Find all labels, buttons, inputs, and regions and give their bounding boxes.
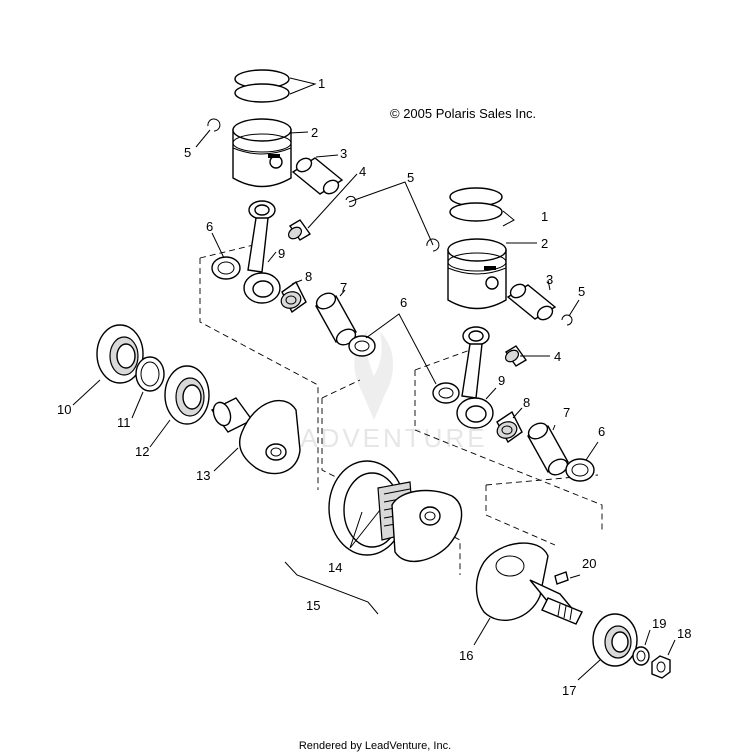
connecting-rod-left [243, 200, 281, 304]
circlip-right-side [561, 314, 573, 326]
needle-bearing-right-large [496, 410, 523, 444]
callout-5: 5 [184, 145, 191, 160]
crank-pin-left [315, 292, 357, 346]
callout-1: 1 [541, 209, 548, 224]
callout-6: 6 [206, 219, 213, 234]
callout-7: 7 [563, 405, 570, 420]
seal-left [135, 356, 165, 392]
woodruff-key [554, 571, 569, 585]
callout-12: 12 [135, 444, 149, 459]
crank-pin-right [527, 422, 569, 476]
thrust-washer-right-outer [565, 458, 595, 482]
callout-3: 3 [546, 272, 553, 287]
needle-bearing-left-small [287, 219, 312, 241]
piston-right [447, 238, 507, 310]
callout-10: 10 [57, 402, 71, 417]
callout-19: 19 [652, 616, 666, 631]
circlip-left-top [207, 118, 221, 132]
callout-5: 5 [407, 170, 414, 185]
circlip-right-top [345, 195, 440, 252]
callout-11: 11 [117, 415, 131, 430]
callout-5: 5 [578, 284, 585, 299]
callout-4: 4 [554, 349, 561, 364]
crankshaft-half-left [210, 397, 301, 475]
piston-pin-left [291, 157, 344, 195]
main-bearing-inner-left [164, 365, 210, 425]
callout-17: 17 [562, 683, 576, 698]
callout-9: 9 [278, 246, 285, 261]
leader-lines [72, 77, 676, 681]
crankshaft-half-right [475, 542, 583, 625]
callout-3: 3 [340, 146, 347, 161]
crankshaft-center-assembly [328, 460, 463, 563]
piston-left [232, 118, 292, 188]
callout-8: 8 [523, 395, 530, 410]
thrust-washer-right-inner [432, 382, 460, 404]
needle-bearing-left-large [280, 280, 307, 314]
callout-7: 7 [340, 280, 347, 295]
nut-right [651, 655, 671, 679]
needle-bearing-right-small [504, 345, 528, 367]
callout-20: 20 [582, 556, 596, 571]
piston-pin-right [506, 283, 557, 321]
callout-16: 16 [459, 648, 473, 663]
callout-9: 9 [498, 373, 505, 388]
main-bearing-outer-left [96, 324, 144, 384]
callout-labels: 1 2 3 4 5 5 6 9 8 7 6 1 2 3 5 4 9 8 7 6 … [57, 76, 691, 698]
callout-2: 2 [541, 236, 548, 251]
callout-1: 1 [318, 76, 325, 91]
main-bearing-right [592, 613, 638, 667]
callout-6: 6 [598, 424, 605, 439]
callout-4: 4 [359, 164, 366, 179]
callout-2: 2 [311, 125, 318, 140]
footer-text: Rendered by LeadVenture, Inc. [299, 740, 451, 752]
callout-18: 18 [677, 626, 691, 641]
callout-14: 14 [328, 560, 342, 575]
thrust-washer-left [211, 256, 241, 280]
piston-rings-right [449, 187, 503, 222]
thrust-washer-center [348, 335, 376, 357]
callout-15: 15 [306, 598, 320, 613]
washer-right [632, 646, 650, 666]
connecting-rod-right [456, 326, 494, 429]
callout-6: 6 [400, 295, 407, 310]
callout-13: 13 [196, 468, 210, 483]
piston-rings-left [234, 69, 290, 103]
callout-8: 8 [305, 269, 312, 284]
copyright-text: © 2005 Polaris Sales Inc. [390, 106, 536, 121]
